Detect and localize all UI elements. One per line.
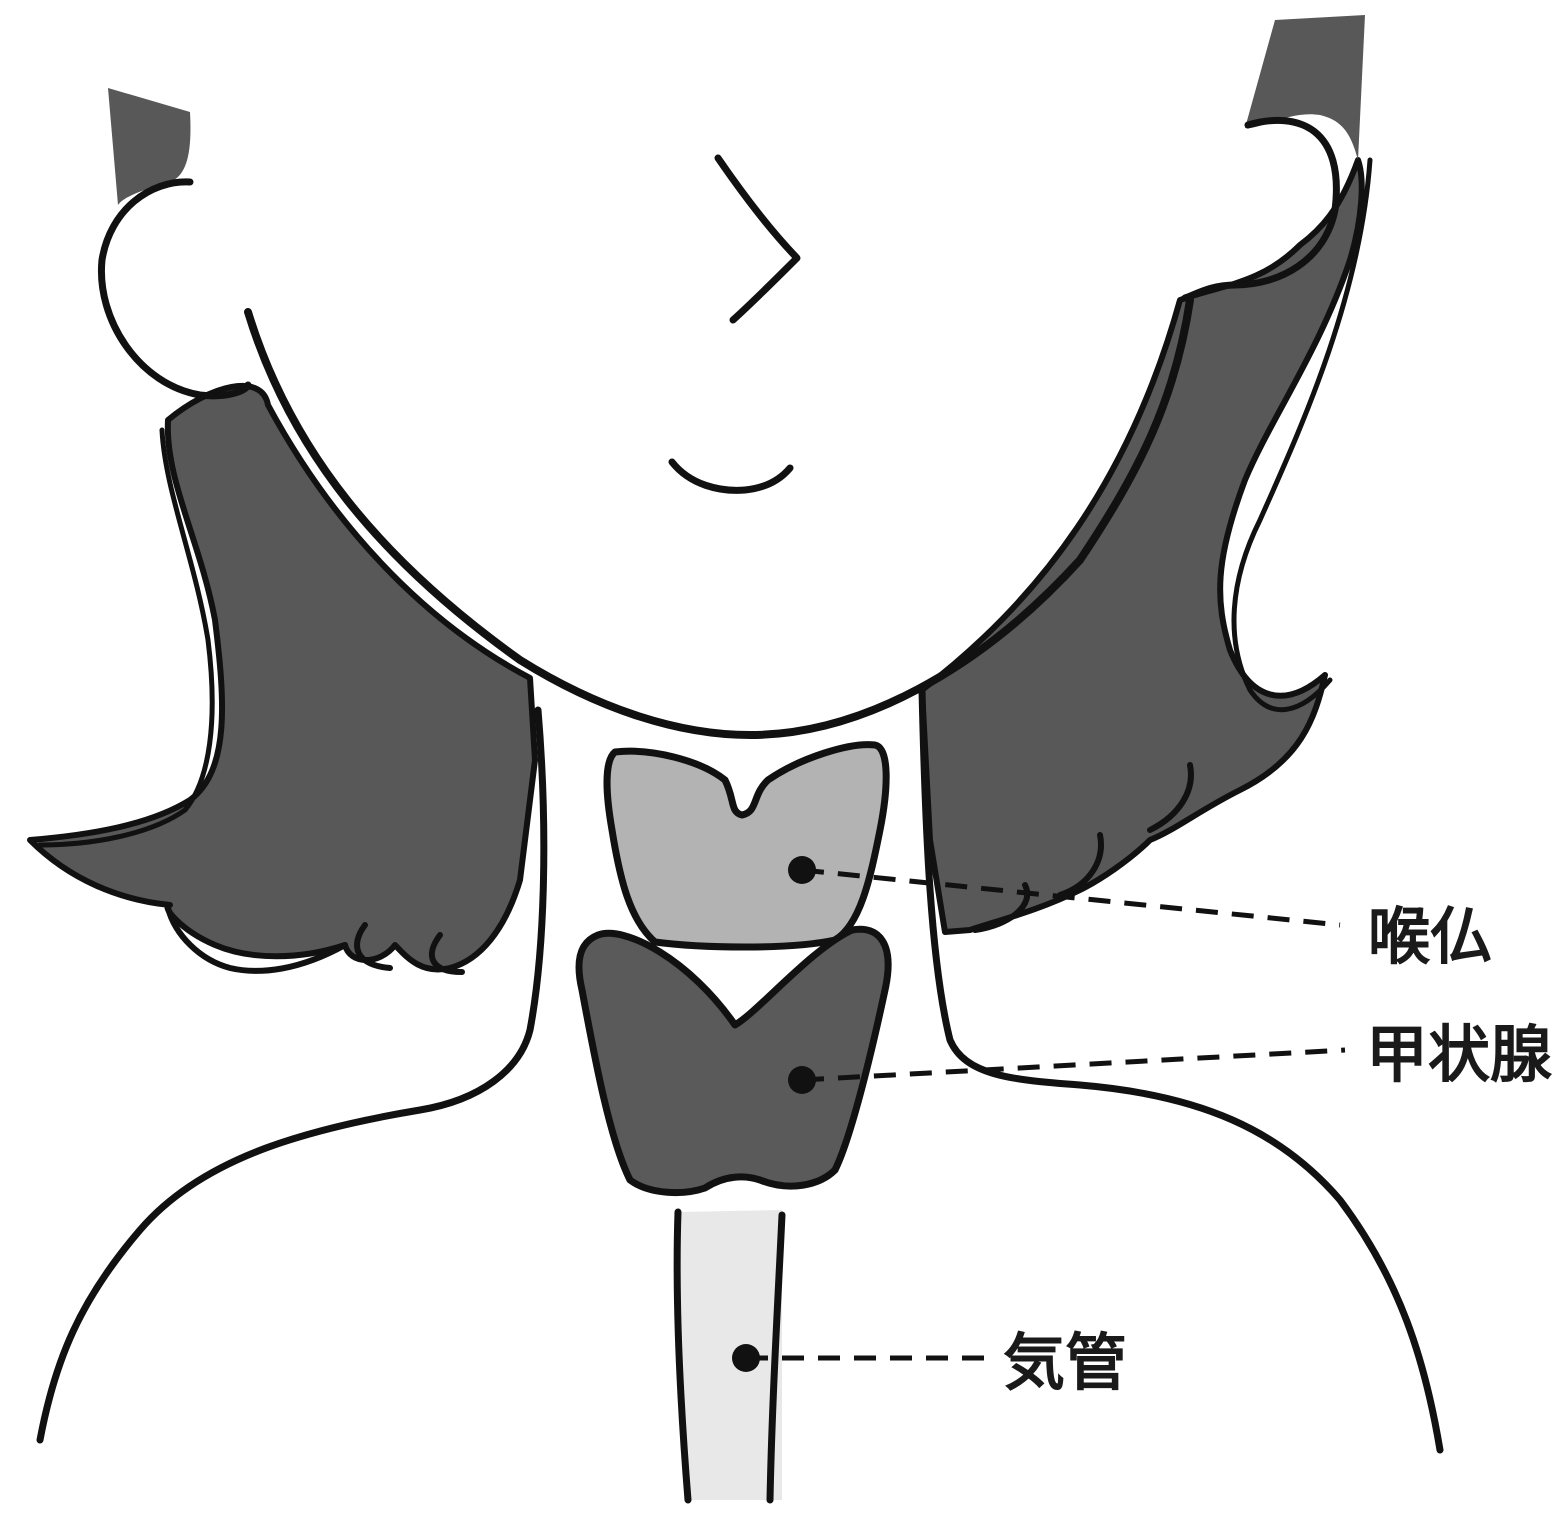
thyroid-shape [579,929,888,1192]
hair-left [30,386,535,970]
nose [718,158,797,320]
dot-thyroid [788,1066,816,1094]
left-ear [101,182,248,396]
hair-top-right [1245,15,1365,160]
hair-right [922,160,1362,932]
mouth [672,462,790,490]
label-adams-apple: 喉仏 [1368,906,1492,968]
trachea-shape [678,1210,782,1500]
dot-trachea [732,1344,760,1372]
label-trachea: 気管 [1003,1332,1127,1394]
label-thyroid: 甲状腺 [1366,1024,1552,1086]
adams-apple-shape [607,745,886,947]
leader-thyroid [802,1050,1345,1080]
dot-adams-apple [788,856,816,884]
